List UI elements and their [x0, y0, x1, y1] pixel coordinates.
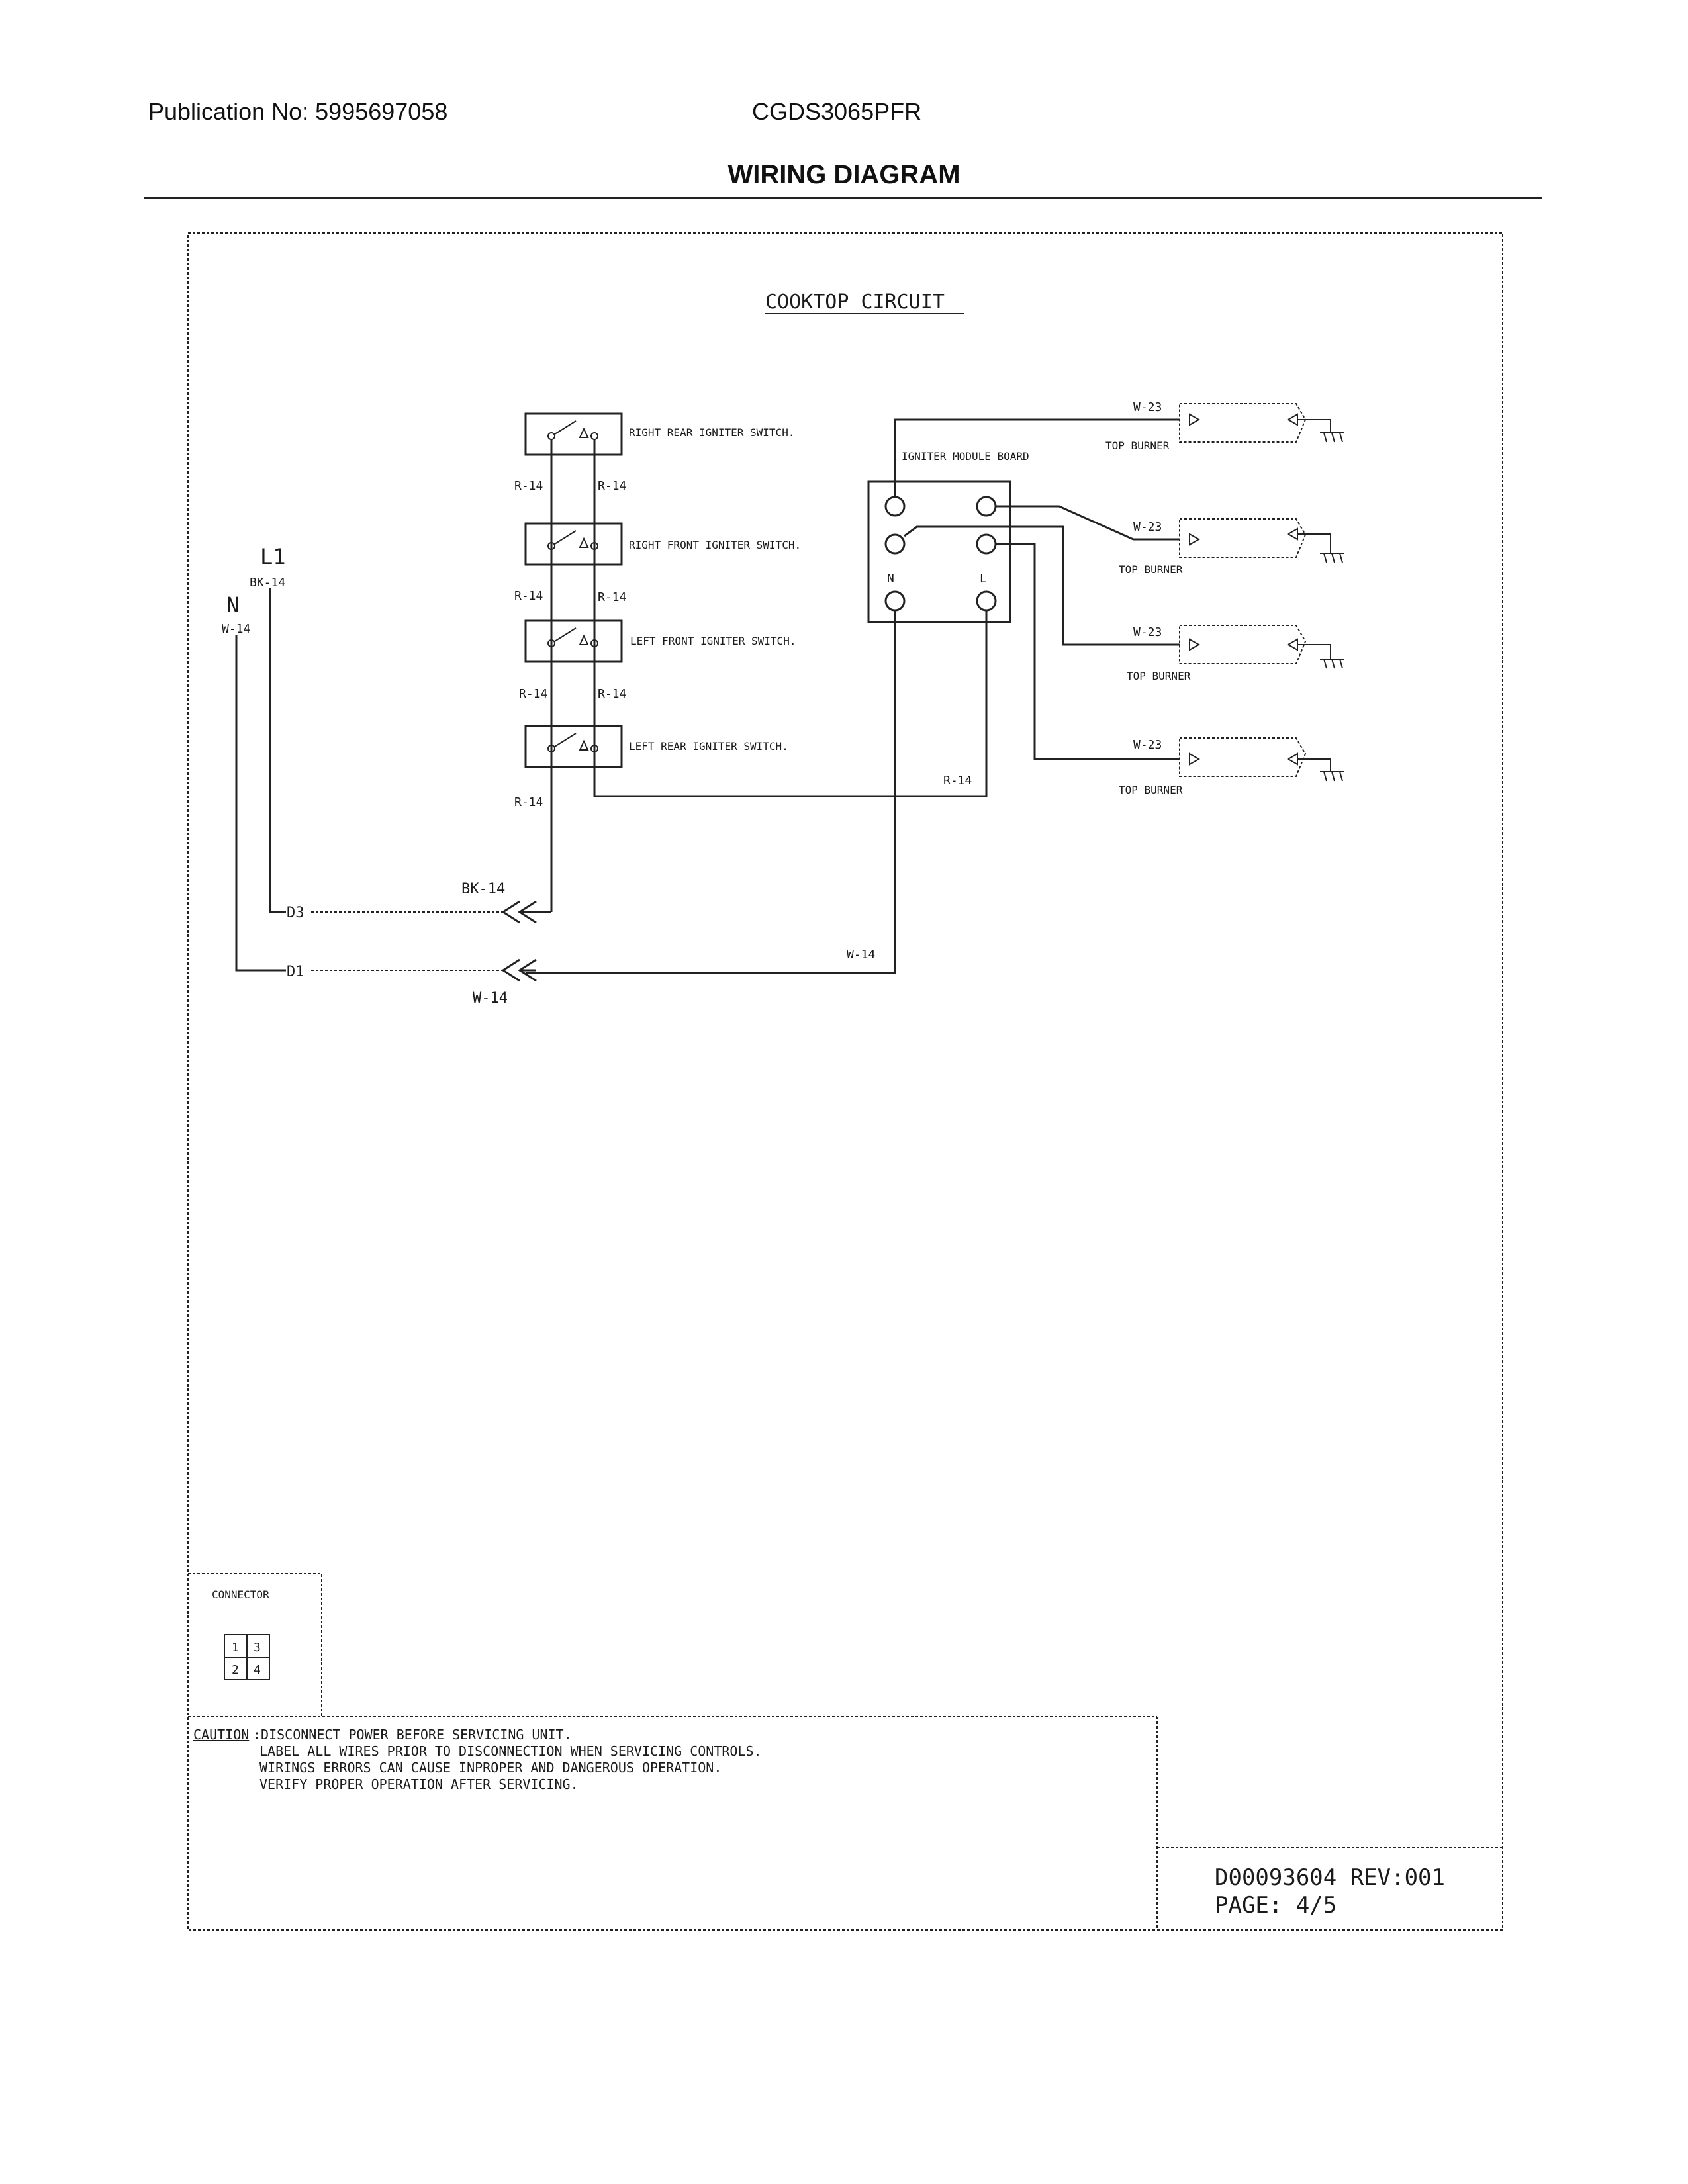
caution-label: CAUTION [193, 1727, 249, 1743]
wire-module-to-burner-1 [894, 418, 1180, 497]
switch-right-rear: RIGHT REAR IGNITER SWITCH. [524, 412, 794, 456]
connector-pin-3: 3 [254, 1641, 261, 1655]
document-number: D00093604 REV:001 [1215, 1864, 1445, 1891]
connector-pin-2: 2 [232, 1663, 239, 1677]
wire-label-r14: R-14 [514, 479, 543, 493]
burner-label: TOP BURNER [1105, 439, 1170, 452]
burner-wire-label: W-23 [1133, 625, 1162, 639]
module-n-label: N [887, 572, 894, 586]
module-l-label: L [980, 572, 987, 586]
page-title: WIRING DIAGRAM [727, 160, 961, 189]
switch-label: RIGHT FRONT IGNITER SWITCH. [629, 539, 801, 551]
model-number: CGDS3065PFR [752, 98, 922, 125]
wire-module-neutral [526, 610, 896, 974]
wire-label-w14: W-14 [847, 948, 875, 962]
caution-line: VERIFY PROPER OPERATION AFTER SERVICING. [259, 1776, 579, 1792]
wire-label-bk14: BK-14 [461, 881, 505, 897]
burner-1: W-23 TOP BURNER [1105, 400, 1344, 452]
burner-wire-label: W-23 [1133, 738, 1162, 752]
diagram-frame [187, 232, 1503, 1931]
wire-label-r14: R-14 [598, 479, 626, 493]
switch-label: LEFT FRONT IGNITER SWITCH. [630, 635, 796, 647]
burner-2: W-23 TOP BURNER [1119, 518, 1344, 576]
switch-label: RIGHT REAR IGNITER SWITCH. [629, 426, 794, 439]
caution-block: CAUTION :DISCONNECT POWER BEFORE SERVICI… [188, 1716, 1158, 1930]
l1-wire-label: BK-14 [250, 576, 285, 590]
connector-legend: CONNECTOR 1 3 2 4 [188, 1573, 322, 1717]
circuit-title: COOKTOP CIRCUIT [765, 291, 945, 314]
wire-module-to-burner-2 [996, 505, 1180, 541]
burner-wire-label: W-23 [1133, 520, 1162, 534]
connector-chevron-d1 [501, 958, 537, 982]
n-label: N [226, 592, 239, 617]
connector-pin-4: 4 [254, 1663, 261, 1677]
wire-label-w14: W-14 [473, 990, 508, 1007]
caution-line: WIRINGS ERRORS CAN CAUSE INPROPER AND DA… [259, 1760, 722, 1776]
switch-right-front: RIGHT FRONT IGNITER SWITCH. [524, 522, 801, 566]
page-number: PAGE: 4/5 [1215, 1892, 1336, 1919]
burner-label: TOP BURNER [1119, 784, 1183, 796]
burner-3: W-23 TOP BURNER [1127, 625, 1344, 682]
burner-label: TOP BURNER [1127, 670, 1191, 682]
wire-label-r14: R-14 [514, 796, 543, 809]
wire-label-r14: R-14 [943, 774, 972, 788]
switch-left-rear: LEFT REAR IGNITER SWITCH. [524, 725, 788, 768]
header-rule [144, 197, 1542, 199]
connector-chevron-d3 [501, 900, 551, 924]
terminal-d1: D1 [287, 964, 305, 980]
burner-4: W-23 TOP BURNER [1119, 737, 1344, 796]
wire-label-r14: R-14 [598, 687, 626, 701]
connector-pin-1: 1 [232, 1641, 239, 1655]
title-block: D00093604 REV:001 PAGE: 4/5 [1157, 1847, 1503, 1919]
wire-label-r14: R-14 [514, 589, 543, 603]
burner-wire-label: W-23 [1133, 400, 1162, 414]
burner-label: TOP BURNER [1119, 563, 1183, 576]
wire-module-to-burner-3 [904, 525, 1180, 646]
module-label: IGNITER MODULE BOARD [902, 450, 1029, 463]
wire-label-r14: R-14 [519, 687, 547, 701]
publication-number: Publication No: 5995697058 [148, 98, 448, 125]
wire-switch-to-module-l [593, 610, 988, 797]
switch-left-front: LEFT FRONT IGNITER SWITCH. [524, 619, 796, 663]
wire-l1 [269, 588, 286, 913]
connector-label: CONNECTOR [212, 1588, 269, 1601]
terminal-d3: D3 [287, 905, 305, 921]
caution-line: :DISCONNECT POWER BEFORE SERVICING UNIT. [253, 1727, 572, 1743]
switch-label: LEFT REAR IGNITER SWITCH. [629, 740, 788, 752]
wire-n [235, 635, 286, 972]
igniter-module-board: IGNITER MODULE BOARD N L [867, 450, 1029, 623]
n-wire-label: W-14 [222, 622, 250, 636]
wire-label-r14: R-14 [598, 590, 626, 604]
l1-label: L1 [260, 544, 286, 569]
wire-module-to-burner-4 [996, 543, 1180, 760]
caution-line: LABEL ALL WIRES PRIOR TO DISCONNECTION W… [259, 1743, 762, 1759]
